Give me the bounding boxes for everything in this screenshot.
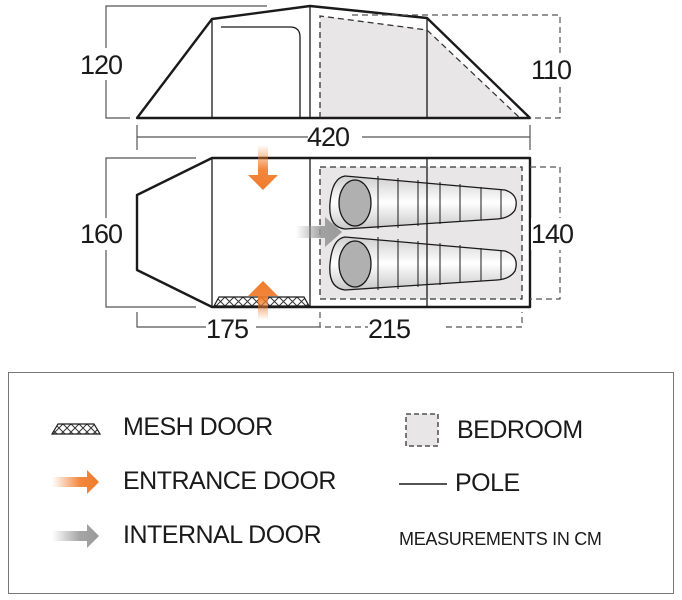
bedroom-width-label: 140 (531, 219, 573, 249)
length-label: 420 (307, 122, 349, 152)
floor-plan: 160 (80, 145, 589, 344)
entrance-arrow-icon (248, 145, 278, 190)
legend-label: ENTRANCE DOOR (123, 467, 336, 495)
legend-item-internal-door: INTERNAL DOOR (51, 521, 322, 550)
side-view: 120 110 420 (80, 4, 589, 152)
measurement-note: MEASUREMENTS IN CM (399, 529, 602, 550)
legend-item-bedroom: BEDROOM (405, 413, 583, 447)
legend-label: MESH DOOR (123, 413, 273, 441)
porch-length-label: 175 (206, 314, 248, 344)
legend: MESH DOOR ENTRANCE DOOR INTERNAL DOOR BE… (8, 372, 674, 594)
tent-diagram: 120 110 420 160 (80, 4, 589, 344)
legend-item-mesh-door: MESH DOOR (51, 413, 273, 442)
legend-item-entrance-door: ENTRANCE DOOR (51, 467, 336, 496)
legend-label: BEDROOM (457, 415, 583, 444)
internal-arrow-icon (52, 523, 99, 548)
legend-item-pole: POLE (399, 469, 520, 498)
bedroom-icon (405, 413, 439, 447)
bedroom-length-label: 215 (368, 314, 410, 344)
entrance-arrow-icon (248, 281, 278, 320)
height-label: 120 (80, 50, 122, 80)
internal-arrow-icon (296, 217, 342, 247)
bedroom-height-label: 110 (531, 55, 571, 85)
pole-icon (399, 482, 447, 485)
sleeping-bag-icon (329, 175, 517, 230)
legend-label: INTERNAL DOOR (123, 521, 322, 549)
sleeping-bag-icon (329, 236, 517, 291)
measurement-note-text: MEASUREMENTS IN CM (399, 529, 602, 549)
width-label: 160 (80, 219, 122, 249)
mesh-door-icon (51, 422, 101, 435)
entrance-arrow-icon (52, 469, 99, 494)
legend-label: POLE (455, 469, 520, 497)
